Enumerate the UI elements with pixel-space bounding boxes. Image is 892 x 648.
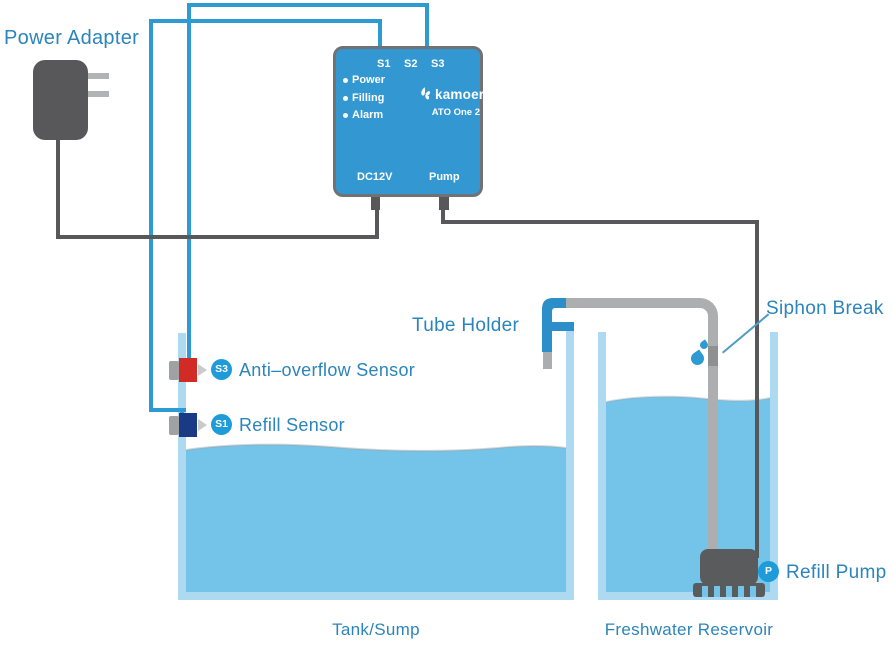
siphon-break-hole <box>708 346 718 366</box>
s3-tube-right <box>425 3 429 49</box>
pump-port-label: Pump <box>429 171 460 183</box>
pump-cable-down <box>755 220 759 558</box>
s3-sensor-bracket <box>169 361 179 380</box>
s1-sensor-body <box>179 413 197 437</box>
tank-left-wall <box>178 333 186 600</box>
s3-tube-left <box>187 3 191 362</box>
brand-name: kamoer <box>435 86 485 102</box>
s1-tube-left <box>149 19 153 412</box>
dc12v-port-label: DC12V <box>357 171 393 183</box>
pump-intake-slot <box>726 586 732 597</box>
pump-port-stub <box>439 197 449 210</box>
s1-tube-top <box>149 19 382 23</box>
s1-tube-bottom <box>149 408 186 412</box>
power-adapter-prong <box>85 91 109 97</box>
led-label-alarm: Alarm <box>352 109 384 121</box>
reservoir-right-wall <box>770 332 778 600</box>
tube-holder <box>542 298 574 352</box>
s3-sensor-arrow-icon <box>198 364 207 376</box>
pump-intake-slot <box>702 586 708 597</box>
tank-sump-label: Tank/Sump <box>332 620 420 639</box>
s1-badge: S1 <box>211 414 232 435</box>
refill-sensor-label: Refill Sensor <box>239 415 345 435</box>
led-label-filling: Filling <box>352 92 385 104</box>
led-label-power: Power <box>352 74 386 86</box>
reservoir-water <box>606 395 770 592</box>
water-tube <box>561 298 718 556</box>
tube-holder-label: Tube Holder <box>412 315 520 336</box>
kamoer-logo-icon <box>421 87 431 100</box>
pump-intake-slot <box>714 586 720 597</box>
s1-tube-right <box>378 19 382 49</box>
anti-overflow-sensor-label: Anti–overflow Sensor <box>239 360 416 380</box>
s3-tube-top <box>187 3 429 7</box>
siphon-break-label: Siphon Break <box>766 298 884 319</box>
pump-cable-horizontal <box>441 220 759 224</box>
power-adapter-body <box>33 60 88 140</box>
power-cable-horizontal <box>56 235 379 239</box>
s1-sensor-arrow-icon <box>198 419 207 431</box>
s3-badge: S3 <box>211 359 232 380</box>
s1-sensor-bracket <box>169 416 179 435</box>
ato-controller: S1 S2 S3 Power Filling Alarm kamoer ATO … <box>333 46 484 197</box>
power-led-icon <box>343 78 348 83</box>
tank-water <box>186 443 566 592</box>
port-label-s3: S3 <box>431 58 445 70</box>
tube-holder-nozzle <box>543 352 552 369</box>
power-adapter-prong <box>85 73 109 79</box>
s3-sensor-body <box>179 358 197 382</box>
siphon-break-leader-line <box>722 313 770 354</box>
power-cable-riser <box>375 197 379 239</box>
port-label-s2: S2 <box>404 58 418 70</box>
tank-right-wall <box>566 330 574 600</box>
tank-bottom-wall <box>178 592 574 600</box>
refill-pump-label: Refill Pump <box>786 562 887 583</box>
alarm-led-icon <box>343 113 348 118</box>
power-cable-drop <box>56 138 60 239</box>
reservoir-bottom-wall <box>598 592 778 600</box>
pump-intake-slot <box>738 586 744 597</box>
filling-led-icon <box>343 96 348 101</box>
pump-badge: P <box>758 561 779 582</box>
model-name: ATO One 2 <box>431 107 480 118</box>
refill-pump-body <box>700 549 758 585</box>
port-label-s1: S1 <box>377 58 391 70</box>
kamoer-logo: kamoer <box>418 86 484 102</box>
pump-intake-slot <box>750 586 756 597</box>
pump-cable-drop <box>441 197 445 224</box>
dc12v-port-stub <box>371 197 380 210</box>
freshwater-reservoir-label: Freshwater Reservoir <box>604 620 774 639</box>
power-adapter-label: Power Adapter <box>4 27 140 49</box>
reservoir-left-wall <box>598 332 606 600</box>
